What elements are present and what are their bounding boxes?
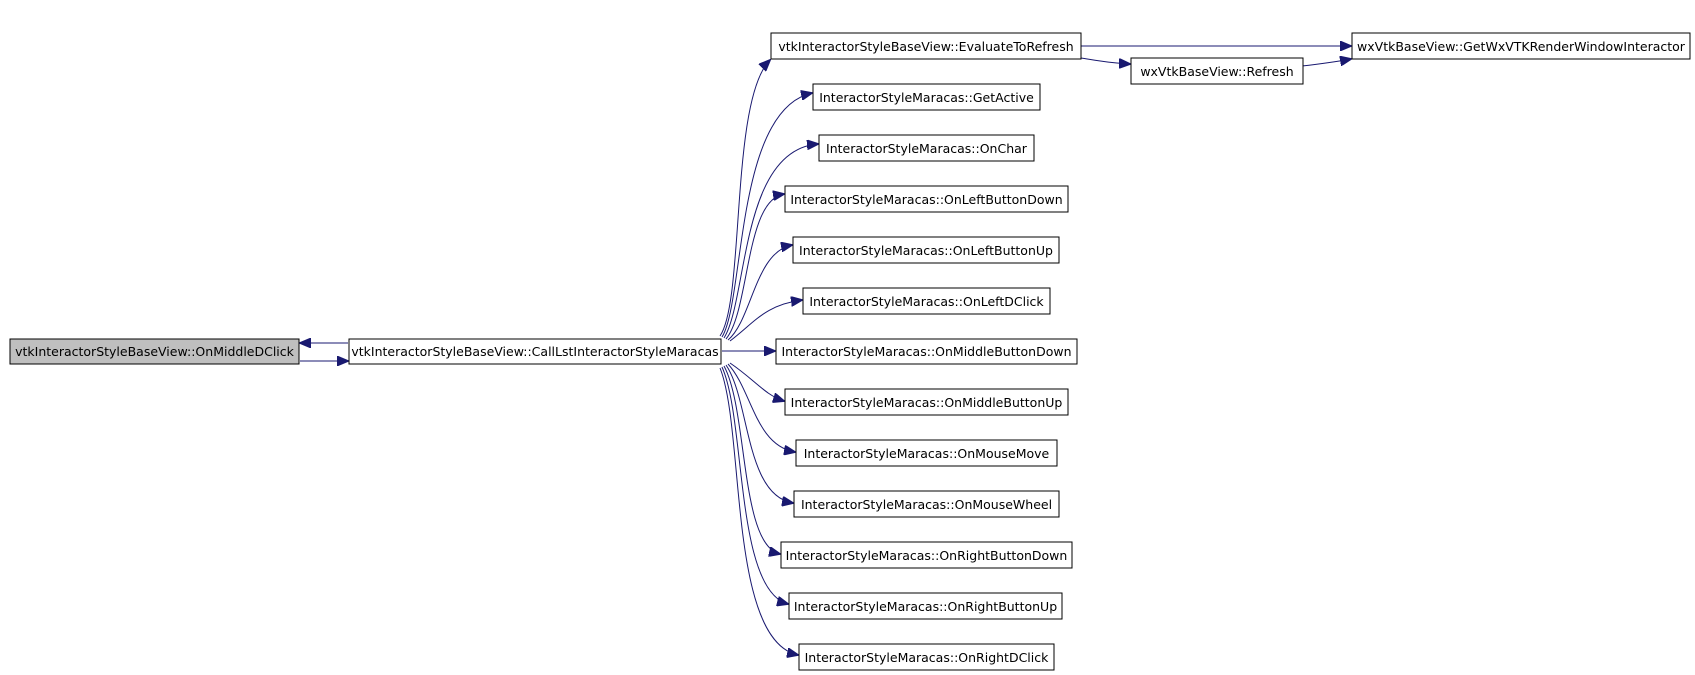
edge-to-on-mouse-wheel <box>725 364 793 503</box>
edge-to-on-mouse-move <box>727 363 795 452</box>
node-get-active[interactable]: InteractorStyleMaracas::GetActive <box>812 83 1041 111</box>
node-on-right-dclick-label: InteractorStyleMaracas::OnRightDClick <box>805 650 1050 665</box>
nodes: vtkInteractorStyleBaseView::OnMiddleDCli… <box>9 32 1691 671</box>
edge-to-on-left-dclick <box>729 300 802 342</box>
node-on-mouse-move[interactable]: InteractorStyleMaracas::OnMouseMove <box>795 439 1058 467</box>
node-on-left-button-down[interactable]: InteractorStyleMaracas::OnLeftButtonDown <box>784 185 1069 213</box>
node-on-right-button-down-label: InteractorStyleMaracas::OnRightButtonDow… <box>786 548 1068 563</box>
node-refresh[interactable]: wxVtkBaseView::Refresh <box>1130 57 1304 85</box>
edge-to-on-right-button-up <box>721 366 788 604</box>
node-root[interactable]: vtkInteractorStyleBaseView::OnMiddleDCli… <box>9 338 300 365</box>
node-on-char-label: InteractorStyleMaracas::OnChar <box>826 141 1028 156</box>
node-on-middle-button-up[interactable]: InteractorStyleMaracas::OnMiddleButtonUp <box>784 388 1069 416</box>
edges <box>300 46 1351 655</box>
node-on-left-button-down-label: InteractorStyleMaracas::OnLeftButtonDown <box>790 192 1062 207</box>
edge-to-get-active <box>721 93 812 338</box>
node-evaluate-to-refresh-label: vtkInteractorStyleBaseView::EvaluateToRe… <box>778 39 1073 54</box>
node-refresh-label: wxVtkBaseView::Refresh <box>1140 64 1293 79</box>
node-on-middle-button-down[interactable]: InteractorStyleMaracas::OnMiddleButtonDo… <box>775 338 1078 365</box>
node-on-right-dclick[interactable]: InteractorStyleMaracas::OnRightDClick <box>798 643 1055 671</box>
node-on-char[interactable]: InteractorStyleMaracas::OnChar <box>818 134 1035 162</box>
node-evaluate-to-refresh[interactable]: vtkInteractorStyleBaseView::EvaluateToRe… <box>770 32 1082 60</box>
edge-to-on-right-button-down <box>723 365 780 554</box>
edge-to-evaluate-to-refresh <box>719 60 770 337</box>
edge-evaluate-to-refresh <box>1080 57 1130 64</box>
node-get-active-label: InteractorStyleMaracas::GetActive <box>819 90 1034 105</box>
node-on-right-button-up-label: InteractorStyleMaracas::OnRightButtonUp <box>794 599 1057 614</box>
edge-to-on-middle-button-up <box>729 362 784 401</box>
edge-to-on-left-button-down <box>725 194 784 340</box>
edge-to-on-right-dclick <box>719 367 798 655</box>
node-on-right-button-up[interactable]: InteractorStyleMaracas::OnRightButtonUp <box>788 592 1063 620</box>
node-get-wx-vtk-render-window-interactor-label: wxVtkBaseView::GetWxVTKRenderWindowInter… <box>1357 39 1686 54</box>
node-on-mouse-wheel[interactable]: InteractorStyleMaracas::OnMouseWheel <box>793 490 1060 518</box>
node-on-middle-button-up-label: InteractorStyleMaracas::OnMiddleButtonUp <box>791 395 1063 410</box>
node-on-left-dclick-label: InteractorStyleMaracas::OnLeftDClick <box>809 294 1044 309</box>
node-on-right-button-down[interactable]: InteractorStyleMaracas::OnRightButtonDow… <box>780 541 1073 569</box>
edge-to-on-left-button-up <box>727 245 792 341</box>
node-on-middle-button-down-label: InteractorStyleMaracas::OnMiddleButtonDo… <box>781 344 1071 359</box>
node-on-left-dclick[interactable]: InteractorStyleMaracas::OnLeftDClick <box>802 287 1051 315</box>
node-on-mouse-move-label: InteractorStyleMaracas::OnMouseMove <box>804 446 1050 461</box>
node-caller-label: vtkInteractorStyleBaseView::CallLstInter… <box>351 344 718 359</box>
node-on-left-button-up-label: InteractorStyleMaracas::OnLeftButtonUp <box>799 243 1053 258</box>
edge-refresh-to-interactor <box>1301 59 1351 67</box>
node-on-left-button-up[interactable]: InteractorStyleMaracas::OnLeftButtonUp <box>792 236 1060 264</box>
node-on-mouse-wheel-label: InteractorStyleMaracas::OnMouseWheel <box>801 497 1052 512</box>
node-get-wx-vtk-render-window-interactor[interactable]: wxVtkBaseView::GetWxVTKRenderWindowInter… <box>1351 32 1691 60</box>
node-caller[interactable]: vtkInteractorStyleBaseView::CallLstInter… <box>348 338 722 365</box>
edge-to-on-char <box>723 144 818 339</box>
node-root-label: vtkInteractorStyleBaseView::OnMiddleDCli… <box>15 344 295 359</box>
